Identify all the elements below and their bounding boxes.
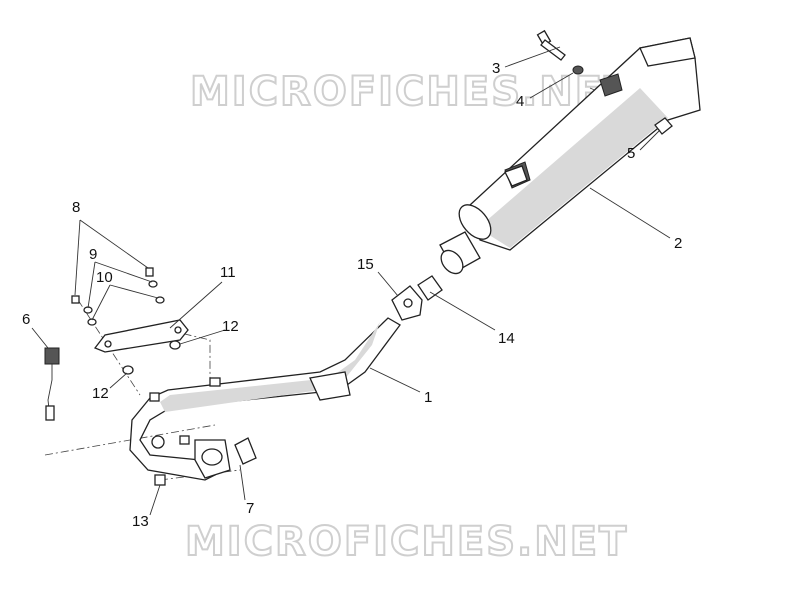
callout-9: 9 bbox=[89, 246, 97, 263]
callout-14: 14 bbox=[498, 330, 515, 347]
callout-11: 11 bbox=[220, 264, 236, 281]
heat-shield-11 bbox=[93, 319, 189, 353]
washer-4 bbox=[572, 65, 584, 75]
callout-labels: 1 2 3 4 5 6 7 8 9 10 11 12 12 13 14 15 bbox=[22, 60, 682, 530]
exhaust-gasket-7 bbox=[234, 437, 257, 465]
callout-7: 7 bbox=[246, 500, 254, 517]
leader-lines bbox=[31, 46, 671, 516]
oxygen-sensor-6 bbox=[44, 347, 60, 421]
callout-12-lower: 12 bbox=[92, 385, 109, 402]
gasket-14 bbox=[417, 275, 443, 301]
callout-8: 8 bbox=[72, 199, 80, 216]
exhaust-header-pipe bbox=[129, 317, 401, 481]
callout-3: 3 bbox=[492, 60, 500, 77]
nut-13 bbox=[154, 474, 166, 486]
callout-2: 2 bbox=[674, 235, 682, 252]
callout-4: 4 bbox=[516, 93, 524, 110]
nut-5 bbox=[654, 117, 673, 135]
callout-13: 13 bbox=[132, 513, 149, 530]
clamp-15 bbox=[391, 285, 423, 321]
callout-12-upper: 12 bbox=[222, 318, 239, 335]
watermark-top: MICROFICHES.NET bbox=[190, 69, 633, 115]
callout-6: 6 bbox=[22, 311, 30, 328]
muffler bbox=[439, 37, 701, 275]
callout-10: 10 bbox=[96, 269, 113, 286]
callout-1: 1 bbox=[424, 389, 432, 406]
callout-15: 15 bbox=[357, 256, 374, 273]
callout-5: 5 bbox=[627, 145, 635, 162]
muffler-bolt bbox=[536, 29, 566, 61]
fasteners bbox=[71, 267, 181, 375]
watermark-bottom: MICROFICHES.NET bbox=[185, 519, 628, 565]
